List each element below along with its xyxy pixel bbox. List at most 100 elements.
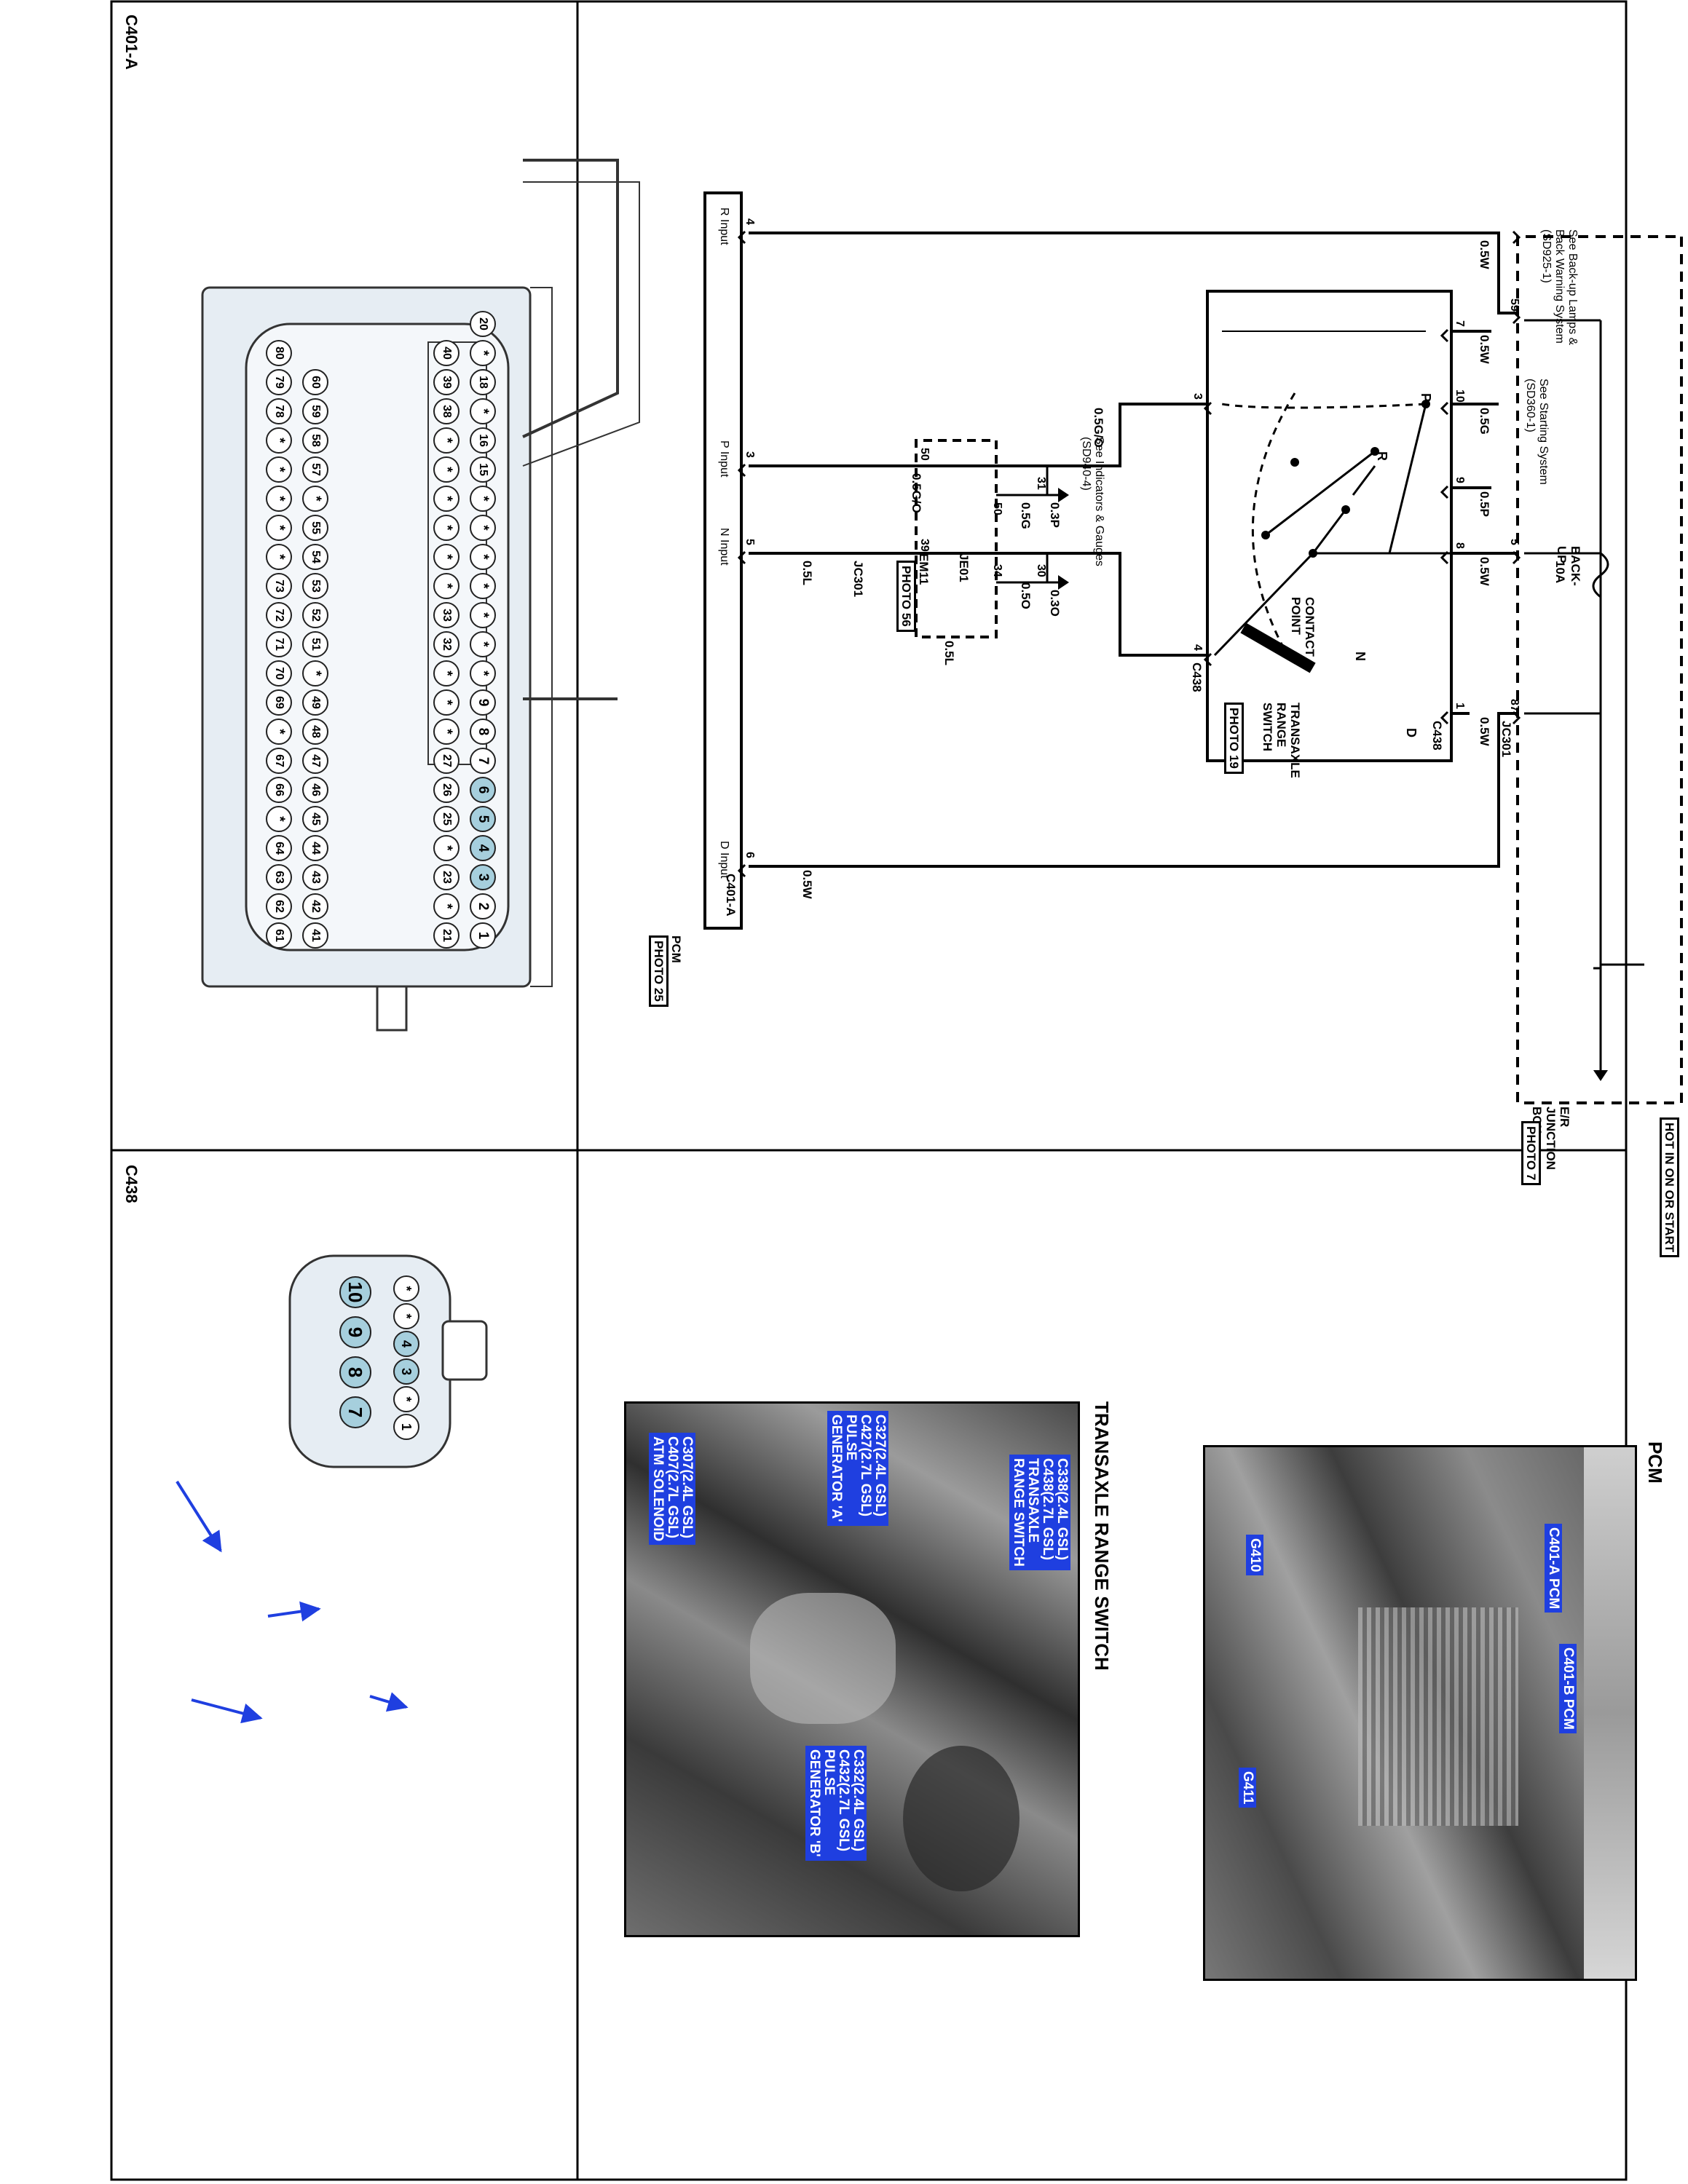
pin-5a: 5 (1508, 539, 1521, 545)
c401a-pin: 69 (266, 689, 292, 716)
c401a-pin: * (433, 486, 460, 512)
wire-03o: 0.3O (1048, 590, 1062, 617)
pcm-label: PCM (669, 935, 683, 963)
c401a-pin: 23 (433, 864, 460, 890)
je01-splice (915, 439, 998, 638)
pin-87: 87 (1508, 699, 1521, 712)
c401a-pin: * (266, 456, 292, 483)
c438-pin: 4 (393, 1331, 419, 1357)
c401a-pin: 38 (433, 398, 460, 424)
c401a-pin: * (433, 660, 460, 687)
pin-4a: 4 (1191, 644, 1204, 651)
callout-c401b-pcm: C401-B PCM (1559, 1644, 1577, 1733)
c438-pin: * (393, 1275, 419, 1302)
pin-30: 30 (1035, 564, 1047, 577)
c401a-pin: * (266, 427, 292, 454)
c401a-pin: * (302, 660, 328, 687)
c401a-pin: * (433, 544, 460, 570)
pin-9: 9 (1454, 477, 1466, 483)
pin-1: 1 (1454, 703, 1466, 709)
pin-3b: 3 (744, 451, 756, 458)
pcm-r-input: R Input (718, 207, 730, 245)
c401a-pin: * (433, 573, 460, 599)
c401a-pin: * (470, 544, 496, 570)
c401a-pin: 26 (433, 777, 460, 803)
trs-photo: C338(2.4L GSL) C438(2.7L GSL) TRANSAXLE … (624, 1401, 1080, 1937)
conn-em11: EM11 (917, 553, 931, 585)
pin-50a: 50 (918, 448, 931, 461)
pcm-photo: C401-A PCM C401-B PCM G410 G411 (1203, 1445, 1637, 1981)
wire-05l-a: 0.5L (942, 641, 956, 666)
c401a-pin: * (470, 660, 496, 687)
c438-pin: * (393, 1303, 419, 1329)
c401a-pin: * (433, 427, 460, 454)
c401a-pin: * (433, 689, 460, 716)
c401a-pin: * (470, 515, 496, 541)
c401a-pin: 8 (470, 719, 496, 745)
c401a-pin: 9 (470, 689, 496, 716)
callout-c401a-pcm: C401-A PCM (1545, 1524, 1562, 1613)
c401a-pin: * (266, 719, 292, 745)
c401a-pin: * (433, 456, 460, 483)
c401a-pin: 27 (433, 748, 460, 774)
c438-drawing (288, 1254, 488, 1468)
wire-05w-e: 0.5W (800, 870, 814, 899)
c401a-pin: * (470, 486, 496, 512)
c401a-pin: 45 (302, 806, 328, 832)
c401a-pin: 3 (470, 864, 496, 890)
c401a-pin: 25 (433, 806, 460, 832)
c401a-pin: 16 (470, 427, 496, 454)
c401a-pin: 54 (302, 544, 328, 570)
c438-title: C438 (122, 1165, 141, 1203)
c438-pin: 9 (339, 1316, 371, 1348)
contact-point-label: CONTACT POINT (1289, 597, 1317, 657)
c401a-pin: 62 (266, 893, 292, 919)
c438-pin: 1 (393, 1414, 419, 1440)
c401a-pin: 55 (302, 515, 328, 541)
pin-7: 7 (1454, 320, 1466, 327)
trs-label: TRANSAXLE RANGE SWITCH (1261, 703, 1302, 778)
callout-c327: C327(2.4L GSL) C427(2.7L GSL) PULSE GENE… (827, 1411, 888, 1526)
c401a-pin: 71 (266, 631, 292, 657)
c401a-pin: 66 (266, 777, 292, 803)
conn-c438-b: C438 (1190, 662, 1204, 692)
wire-05g-b: 0.5G (1019, 502, 1033, 529)
c401a-pin: 2 (470, 893, 496, 919)
pcm-n-input: N Input (718, 528, 730, 566)
c438-pin: 10 (339, 1276, 371, 1308)
er-box-photo: PHOTO 7 (1521, 1121, 1541, 1186)
er-junction-box (1516, 235, 1683, 1104)
pin-3a: 3 (1191, 393, 1204, 400)
pin-59: 59 (1508, 298, 1521, 312)
c401a-pin: 49 (302, 689, 328, 716)
pcm-d-input: D Input (718, 841, 730, 879)
c401a-pin: 20 (470, 311, 496, 337)
c401a-pin: 6 (470, 777, 496, 803)
c401a-pin: 67 (266, 748, 292, 774)
wire-05go-a: 0.5G/O (1092, 408, 1105, 448)
pin-34: 34 (991, 564, 1003, 577)
pin-50b: 50 (991, 502, 1003, 515)
see-indicators-note: See Indicators & Gauges (SD940-4) (1080, 437, 1105, 566)
pin-10: 10 (1454, 389, 1466, 403)
c401a-pin: 78 (266, 398, 292, 424)
wire-05o: 0.5O (1019, 582, 1033, 609)
pin-6: 6 (744, 852, 756, 858)
fuse-rating: 10A (1553, 561, 1567, 584)
c401a-pin: 59 (302, 398, 328, 424)
hot-label: HOT IN ON OR START (1660, 1117, 1679, 1258)
c401a-pin: 5 (470, 806, 496, 832)
c401a-pin: 15 (470, 456, 496, 483)
pos-d: D (1404, 728, 1419, 737)
see-backup-note: See Back-up Lamps & Back Warning System … (1540, 229, 1579, 346)
c401a-pin: 33 (433, 602, 460, 628)
c438-pin: 8 (339, 1356, 371, 1388)
c401a-pin: 44 (302, 835, 328, 861)
c401a-pin: 48 (302, 719, 328, 745)
conn-c401a: C401-A (724, 874, 738, 917)
c401a-pin: * (470, 602, 496, 628)
wire-05go-b: 0.5G/O (910, 473, 923, 513)
c401a-pin: 61 (266, 922, 292, 949)
